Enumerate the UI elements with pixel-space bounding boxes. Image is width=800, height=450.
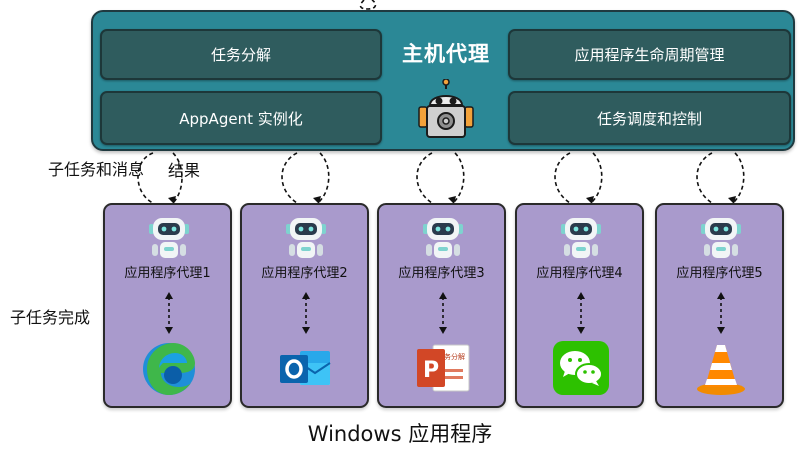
task-scheduling-label: 任务调度和控制 [596, 109, 702, 128]
app-agent-card-4: 应用程序代理4 [515, 203, 644, 408]
subtask-complete-label: 子任务完成 [10, 308, 91, 327]
wechat-icon [553, 341, 609, 395]
bidirectional-arrow-icon [577, 292, 585, 334]
robot-icon [423, 218, 463, 258]
task-decomposition-box: 任务分解 [100, 29, 382, 80]
svg-text:P: P [423, 358, 439, 383]
task-decomposition-label: 任务分解 [210, 46, 271, 64]
loop-app-2 [281, 152, 330, 204]
powerpoint-doc-text: 任务分解 [437, 352, 465, 361]
app-agent-label: 应用程序代理2 [261, 266, 348, 281]
loop-top [359, 0, 377, 10]
robot-icon [561, 218, 601, 258]
bidirectional-arrow-icon [302, 292, 310, 334]
appagent-instantiation-label: AppAgent 实例化 [179, 109, 303, 128]
outlook-icon [280, 351, 331, 385]
app-agent-card-5: 应用程序代理5 [655, 203, 784, 408]
loop-app-4 [554, 152, 603, 204]
appagent-instantiation-box: AppAgent 实例化 [100, 91, 382, 145]
vlc-icon [697, 345, 745, 395]
app-agent-card-1: 应用程序代理1 [103, 203, 232, 408]
app-agent-card-2: 应用程序代理2 [240, 203, 369, 408]
app-lifecycle-label: 应用程序生命周期管理 [574, 46, 725, 64]
bidirectional-arrow-icon [717, 292, 725, 334]
app-agent-label: 应用程序代理5 [676, 266, 763, 281]
loop-app-5 [696, 152, 745, 204]
bidirectional-arrow-icon [439, 292, 447, 334]
powerpoint-icon: 任务分解 P [417, 344, 470, 392]
subtask-and-message-label: 子任务和消息 [48, 160, 145, 179]
task-scheduling-box: 任务调度和控制 [508, 91, 791, 145]
app-agent-card-3: 应用程序代理3 任务分解 P [377, 203, 506, 408]
app-agent-label: 应用程序代理1 [124, 266, 211, 281]
app-agent-label: 应用程序代理4 [536, 266, 623, 281]
loop-app-3 [416, 152, 465, 204]
host-agent-title: 主机代理 [402, 42, 490, 66]
robot-icon [701, 218, 741, 258]
app-lifecycle-box: 应用程序生命周期管理 [508, 29, 791, 80]
windows-apps-caption: Windows 应用程序 [307, 422, 493, 446]
app-agent-label: 应用程序代理3 [398, 266, 485, 281]
result-label: 结果 [168, 161, 201, 180]
host-agent-panel: 任务分解 AppAgent 实例化 应用程序生命周期管理 任务调度和控制 主机代… [91, 10, 795, 151]
robot-icon [149, 218, 189, 258]
robot-icon [286, 218, 326, 258]
edge-icon [143, 343, 195, 395]
bidirectional-arrow-icon [165, 292, 173, 334]
host-robot-icon [418, 79, 474, 138]
